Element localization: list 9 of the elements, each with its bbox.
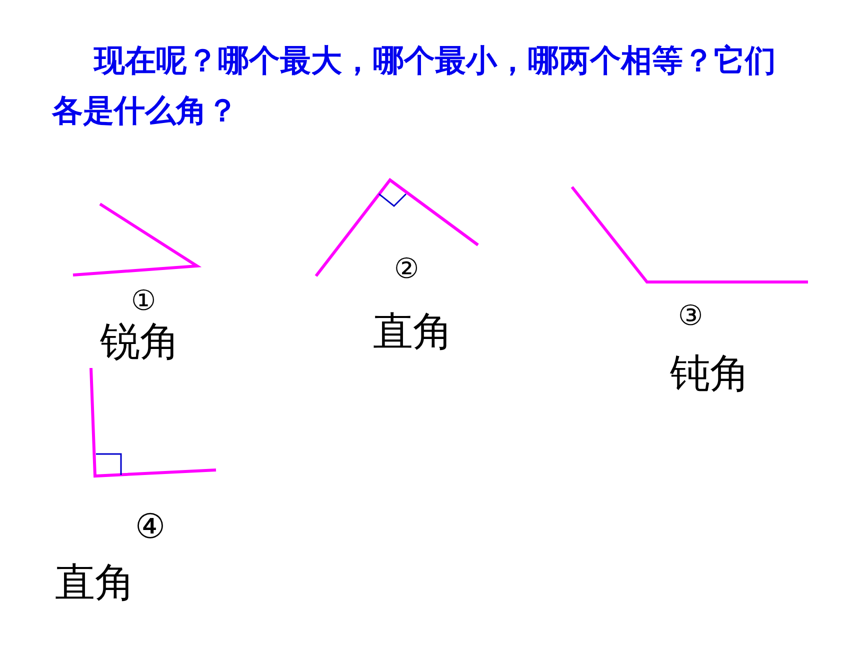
angle-type-label: 直角 (373, 312, 453, 352)
angle-type-label: 钝角 (670, 354, 750, 394)
angle-number: ④ (135, 510, 165, 544)
angle-number: ③ (678, 302, 703, 330)
question-text: 现在呢？哪个最大，哪个最小，哪两个相等？它们各是什么角？ (52, 42, 777, 131)
angle-number: ② (394, 255, 419, 283)
angle-type-label: 直角 (55, 563, 135, 603)
angle-type-label: 锐角 (100, 322, 180, 362)
angle-number: ① (131, 287, 156, 315)
